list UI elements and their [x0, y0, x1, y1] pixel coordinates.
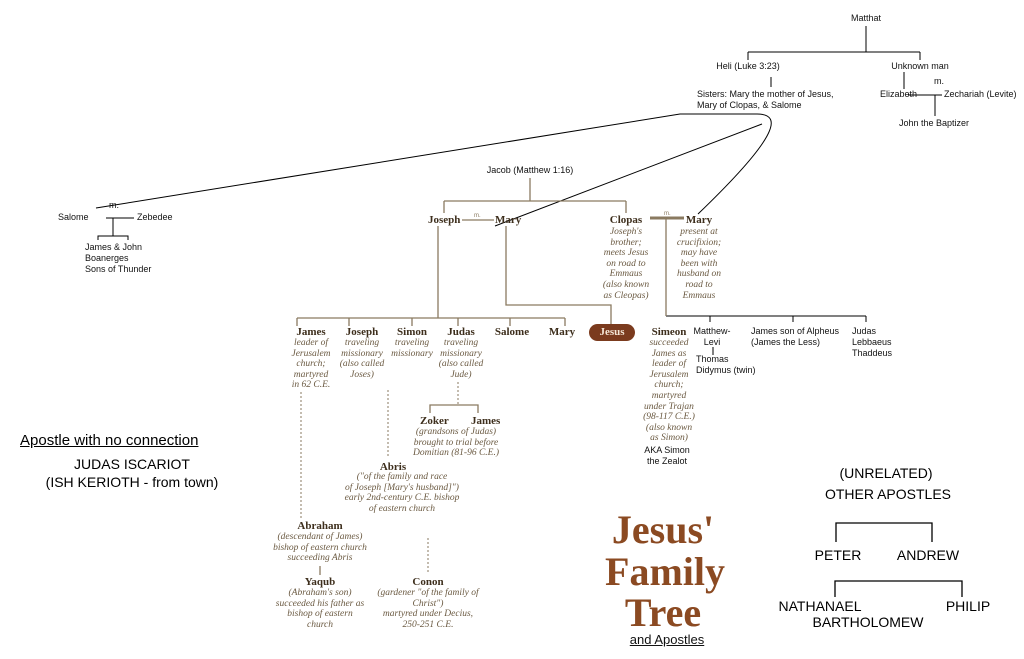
andrew-label: ANDREW: [896, 547, 960, 563]
nathanael-philip-bracket: [834, 580, 963, 597]
simeon-label: Simeon: [651, 326, 687, 338]
child-mary: Mary: [548, 326, 576, 338]
ish-kerioth-label: (ISH KERIOTH - from town): [45, 474, 219, 490]
zoker-desc: (grandsons of Judas) brought to trial be…: [412, 427, 500, 459]
title-line-1: Jesus': [611, 507, 715, 552]
child-judas: Judas: [447, 326, 475, 338]
zechariah-label: Zechariah (Levite): [944, 89, 1017, 99]
matthat-label: Matthat: [850, 13, 882, 23]
married-label: m.: [109, 200, 119, 210]
joseph-label: Joseph: [428, 214, 461, 226]
child-simon-desc: traveling missionary: [391, 338, 433, 359]
judas-thaddeus-label: Judas Lebbaeus Thaddeus: [852, 326, 893, 358]
jacob-connector: [443, 178, 627, 213]
joseph-children-connector: [296, 226, 566, 326]
sisters-link-mary: [494, 123, 763, 227]
zoker-label: Zoker: [420, 415, 449, 427]
nathanael-label: NATHANAEL: [778, 598, 862, 614]
mary-clopas-label: Mary: [685, 214, 713, 226]
sisters-link-salome: [95, 113, 772, 215]
unknown-man-label: Unknown man: [891, 61, 949, 71]
child-salome: Salome: [494, 326, 530, 338]
mary-jesus-connector: [505, 226, 612, 324]
simeon-aka: AKA Simon the Zealot: [644, 445, 690, 466]
judas-iscariot-label: JUDAS ISCARIOT: [74, 456, 190, 472]
jacob-label: Jacob (Matthew 1:16): [486, 165, 574, 175]
child-judas-desc: traveling missionary (also called Jude): [438, 338, 484, 380]
bartholomew-label: BARTHOLOMEW: [812, 614, 924, 630]
matthat-connector: [747, 26, 921, 60]
child-james: James: [296, 326, 326, 338]
conon-label: Conon: [412, 576, 444, 588]
title-line-2: Family: [605, 549, 725, 594]
abraham-desc: (descendant of James) bishop of eastern …: [273, 532, 367, 564]
abris-label: Abris: [379, 461, 407, 473]
elizabeth-label: Elizabeth: [880, 89, 918, 99]
no-connection-heading: Apostle with no connection: [20, 432, 199, 449]
child-james-desc: leader of Jerusalem church; martyred in …: [291, 338, 331, 391]
abraham-label: Abraham: [297, 520, 343, 532]
simeon-desc: succeeded James as leader of Jerusalem c…: [643, 338, 695, 444]
other-apostles-heading: OTHER APOSTLES: [824, 486, 952, 502]
sisters-label: Sisters: Mary the mother of Jesus, Mary …: [697, 89, 834, 110]
grandson-james-label: James: [471, 415, 501, 427]
philip-label: PHILIP: [945, 598, 991, 614]
salome-label: Salome: [58, 212, 89, 222]
thomas-label: Thomas Didymus (twin): [696, 354, 756, 375]
yaqub-label: Yaqub: [304, 576, 336, 588]
zoker-bracket: [429, 404, 479, 413]
child-joseph: Joseph: [345, 326, 379, 338]
clopas-label: Clopas: [609, 214, 643, 226]
clopas-desc: Joseph's brother; meets Jesus on road to…: [602, 227, 650, 301]
unrelated-heading: (UNRELATED): [839, 465, 933, 481]
james-alpheus-label: James son of Alpheus (James the Less): [751, 326, 840, 347]
title-subtitle: and Apostles: [629, 632, 705, 647]
salome-zebedee-marriage: [97, 217, 134, 240]
married-label: m.: [664, 211, 671, 217]
mary-label: Mary: [495, 214, 522, 226]
child-joseph-desc: traveling missionary (also called Joses): [339, 338, 385, 380]
matthew-levi-label: Matthew- Levi: [693, 326, 731, 347]
married-label: m.: [474, 213, 481, 219]
mary-clopas-desc: present at crucifixion; may have been wi…: [676, 227, 722, 301]
yaqub-desc: (Abraham's son) succeeded his father as …: [275, 588, 365, 630]
conon-desc: (gardener "of the family of Christ") mar…: [377, 588, 479, 630]
peter-andrew-bracket: [835, 522, 933, 542]
abris-desc: ("of the family and race of Joseph [Mary…: [344, 472, 460, 514]
child-simon: Simon: [397, 326, 427, 338]
heli-label: Heli (Luke 3:23): [716, 61, 780, 71]
peter-label: PETER: [814, 547, 862, 563]
zebedee-label: Zebedee: [137, 212, 173, 222]
john-baptizer-label: John the Baptizer: [898, 118, 970, 128]
married-label: m.: [934, 76, 944, 86]
clopas-children-bar: [666, 315, 867, 355]
title-line-3: Tree: [624, 590, 702, 635]
elizabeth-zechariah-marriage: [908, 94, 942, 116]
jesus-badge: Jesus: [589, 324, 635, 341]
james-john-label: James & John Boanerges Sons of Thunder: [85, 242, 152, 274]
